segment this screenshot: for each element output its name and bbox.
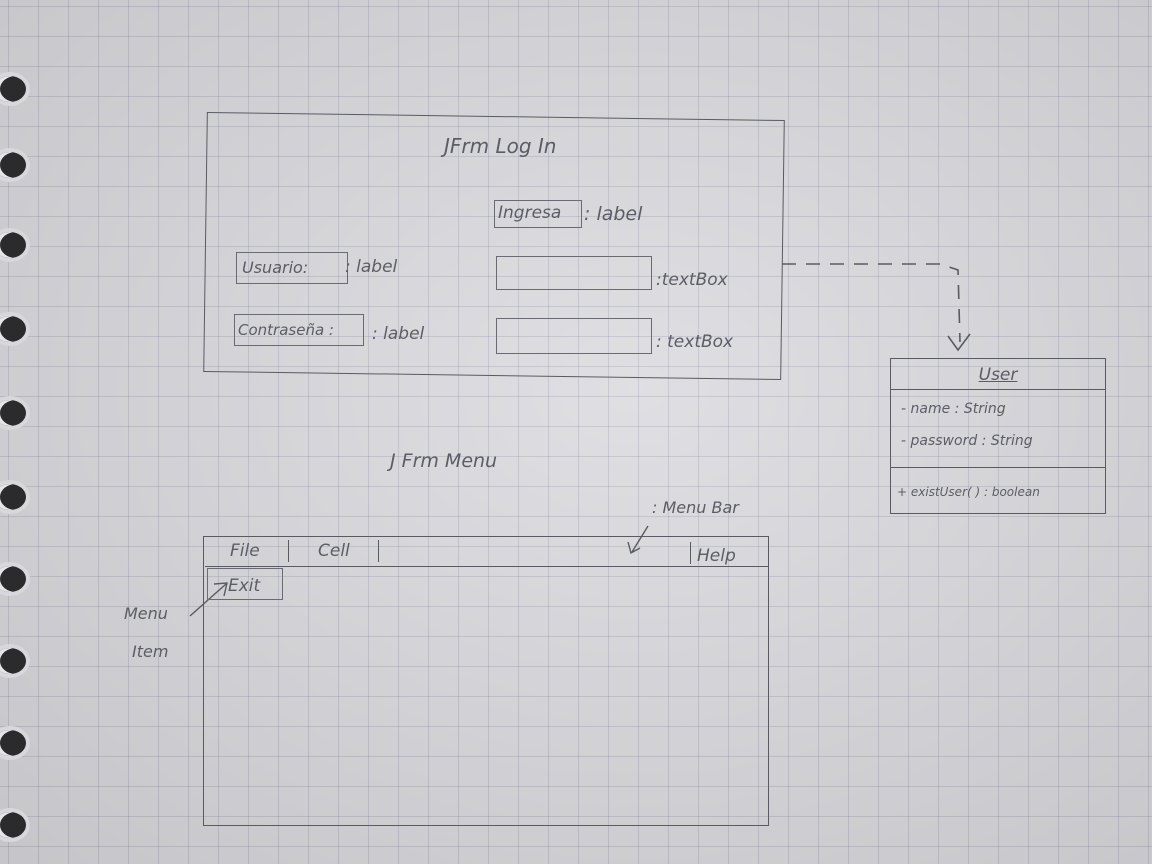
contrasena-label: Contraseña : <box>238 321 334 339</box>
menu-item-exit-box <box>207 568 283 600</box>
user-class-name: User <box>978 365 1018 385</box>
menu-frame-title: J Frm Menu <box>390 450 498 472</box>
ingresa-label: Ingresa <box>498 203 562 223</box>
usuario-label-type: : label <box>345 257 398 277</box>
menu-frame <box>203 536 769 826</box>
user-method-existuser: + existUser( ) : boolean <box>897 485 1040 499</box>
menuitem-annotation-arrow <box>189 583 227 617</box>
menuitem-annotation-arrowhead <box>213 582 228 597</box>
menubar-annotation-arrowhead <box>627 541 641 555</box>
menubar-annotation-arrow <box>631 525 649 553</box>
contrasena-textbox[interactable] <box>496 318 652 354</box>
binding-ring <box>0 480 30 514</box>
login-frame-title: JFrm Log In <box>444 134 557 158</box>
contrasena-label-box <box>234 314 364 346</box>
menu-help-separator <box>690 542 691 564</box>
ingresa-label-type: : label <box>584 203 643 225</box>
binding-ring <box>0 562 30 596</box>
menu-cell-separator <box>378 540 379 562</box>
dependency-arrowhead <box>947 333 971 352</box>
menu-item-annotation-line1: Menu <box>124 604 168 623</box>
menu-file[interactable]: File <box>230 541 260 561</box>
usuario-textbox-type: :textBox <box>656 270 728 290</box>
user-class-divider-1 <box>891 389 1105 390</box>
user-attribute-name: - name : String <box>901 401 1006 417</box>
binding-ring <box>0 644 30 678</box>
menu-item-annotation-line2: Item <box>132 642 169 661</box>
user-class-box: User - name : String - password : String… <box>890 358 1106 514</box>
menubar-annotation: : Menu Bar <box>652 498 739 517</box>
contrasena-textbox-type: : textBox <box>656 332 734 352</box>
binding-ring <box>0 312 30 346</box>
dependency-line <box>782 263 961 343</box>
menu-item-exit[interactable]: Exit <box>228 576 261 596</box>
menu-bar <box>205 566 769 567</box>
menu-file-separator <box>288 540 289 562</box>
binding-ring <box>0 396 30 430</box>
menu-help[interactable]: Help <box>697 546 736 566</box>
user-class-divider-2 <box>891 467 1105 468</box>
usuario-label: Usuario: <box>242 258 309 277</box>
contrasena-label-type: : label <box>372 324 425 344</box>
menu-cell[interactable]: Cell <box>318 541 350 561</box>
ingresa-label-box <box>494 200 582 228</box>
usuario-label-box <box>236 252 348 284</box>
binding-ring <box>0 148 30 182</box>
usuario-textbox[interactable] <box>496 256 652 290</box>
user-attribute-password: - password : String <box>901 433 1033 449</box>
